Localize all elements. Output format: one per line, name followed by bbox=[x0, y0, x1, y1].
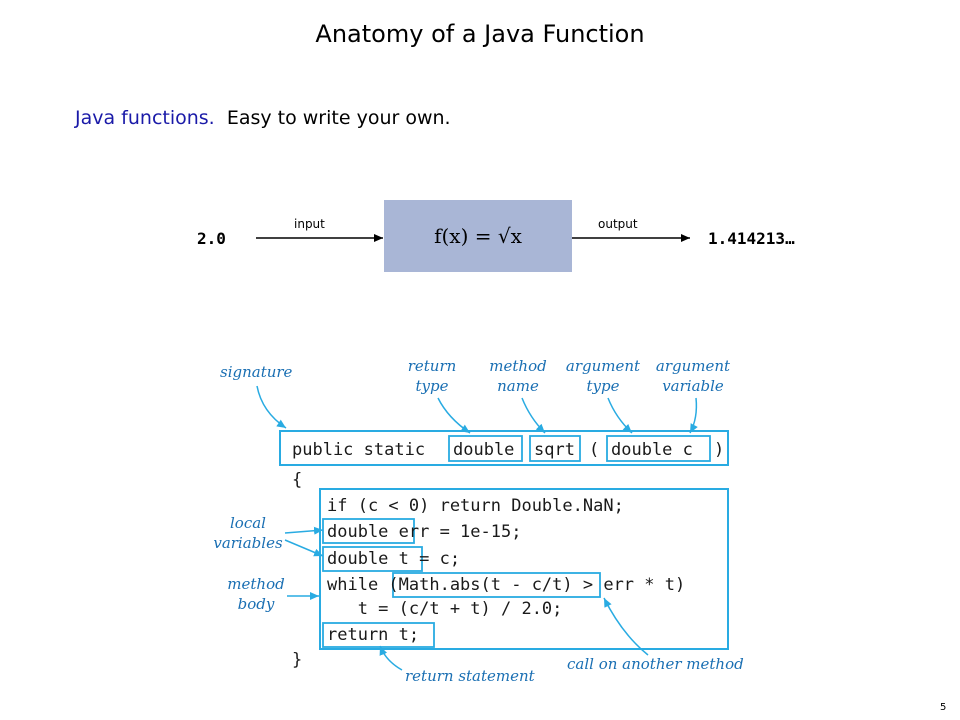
arrow-local-variables-1 bbox=[284, 526, 324, 535]
arrow-call-on-another-method bbox=[603, 597, 649, 656]
annotation-local-variables-1: local bbox=[230, 514, 266, 532]
annotation-return-type-1: return bbox=[408, 357, 457, 375]
annotation-argument-variable-2: variable bbox=[662, 377, 724, 395]
return-statement-box bbox=[322, 622, 435, 648]
annotation-method-name-2: name bbox=[497, 377, 539, 395]
annotation-local-variables-2: variables bbox=[213, 534, 283, 552]
annotation-argument-variable-1: argument bbox=[656, 357, 731, 375]
function-formula: f(x) = √x bbox=[434, 224, 522, 248]
code-argument: double c bbox=[611, 440, 693, 460]
annotation-argument-type-2: type bbox=[587, 377, 620, 395]
input-value: 2.0 bbox=[197, 229, 226, 248]
signature-box bbox=[279, 430, 729, 466]
code-open-paren: ( bbox=[589, 440, 599, 460]
method-body-box bbox=[319, 488, 729, 650]
subtitle: Java functions. Easy to write your own. bbox=[75, 107, 451, 129]
local-variable-box-t bbox=[322, 546, 423, 572]
subtitle-lead: Java functions. bbox=[75, 107, 215, 129]
code-line-3: double t = c; bbox=[327, 549, 460, 569]
code-close-brace: } bbox=[292, 650, 302, 670]
annotation-return-statement: return statement bbox=[405, 667, 536, 685]
output-value: 1.414213… bbox=[708, 229, 795, 248]
annotation-argument-type-1: argument bbox=[566, 357, 641, 375]
return-type-box bbox=[448, 435, 523, 462]
input-label: input bbox=[294, 217, 325, 231]
method-name-box bbox=[529, 435, 581, 462]
local-variable-box-err bbox=[322, 518, 415, 544]
output-label: output bbox=[598, 217, 638, 231]
code-method-name: sqrt bbox=[534, 440, 575, 460]
method-call-box bbox=[392, 572, 601, 598]
code-open-brace: { bbox=[292, 470, 302, 490]
function-box: f(x) = √x bbox=[384, 200, 572, 272]
arrow-argument-type bbox=[607, 397, 633, 434]
code-line-2: double err = 1e-15; bbox=[327, 522, 521, 542]
code-line-4: while (Math.abs(t - c/t) > err * t) bbox=[327, 575, 685, 595]
subtitle-text: Easy to write your own. bbox=[226, 107, 451, 129]
annotation-method-body-1: method bbox=[227, 575, 284, 593]
code-line-6: return t; bbox=[327, 625, 419, 645]
arrow-return-type bbox=[437, 397, 471, 434]
argument-box bbox=[606, 435, 711, 462]
page-number: 5 bbox=[940, 702, 947, 713]
arrow-argument-variable bbox=[689, 397, 698, 434]
arrow-signature bbox=[256, 385, 287, 429]
annotation-return-type-2: type bbox=[416, 377, 449, 395]
arrow-local-variables-2 bbox=[284, 539, 324, 557]
annotation-call-on-another-method: call on another method bbox=[567, 655, 744, 673]
code-close-paren: ) bbox=[714, 440, 724, 460]
arrow-method-name bbox=[521, 397, 546, 434]
code-return-type: double bbox=[453, 440, 514, 460]
annotation-method-body-2: body bbox=[238, 595, 275, 613]
code-line-1: if (c < 0) return Double.NaN; bbox=[327, 496, 624, 516]
annotation-signature: signature bbox=[220, 363, 293, 381]
code-line-5: t = (c/t + t) / 2.0; bbox=[327, 599, 562, 619]
slide-title: Anatomy of a Java Function bbox=[315, 20, 645, 48]
code-public-static: public static bbox=[292, 440, 425, 460]
annotation-method-name-1: method bbox=[489, 357, 546, 375]
